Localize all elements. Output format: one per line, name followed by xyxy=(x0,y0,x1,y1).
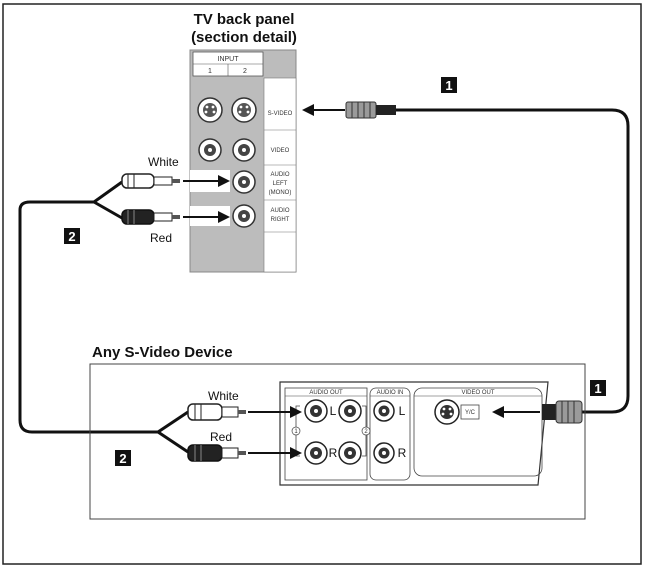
red-label-top: Red xyxy=(150,231,172,245)
marker-audio-top: 2 xyxy=(64,228,80,244)
video-out-label: VIDEO OUT xyxy=(461,390,494,396)
tv-svideo-jack-2 xyxy=(231,97,257,123)
audio-out-label: AUDIO OUT xyxy=(309,390,343,396)
audio-right-label-1: AUDIO xyxy=(270,208,289,214)
svideo-cable xyxy=(396,108,630,414)
audio-arrow-r-device xyxy=(248,447,302,459)
svg-text:1: 1 xyxy=(594,381,601,396)
svg-text:2: 2 xyxy=(68,229,75,244)
tv-video-jack-1 xyxy=(198,138,222,162)
device-audio-out-l2-jack xyxy=(338,399,362,423)
audio-out-l-label: L xyxy=(330,404,337,418)
audio-in-l-label: L xyxy=(399,404,406,418)
yc-label: Y/C xyxy=(465,410,476,416)
circle-2-label: 2 xyxy=(364,429,368,435)
audio-left-label-2: LEFT xyxy=(273,181,288,187)
audio-arrow-l-device xyxy=(248,406,302,418)
device-box xyxy=(89,363,586,520)
audio-cable-tv-side xyxy=(18,180,158,434)
audio-cable-device-side xyxy=(157,410,189,454)
red-plug-top xyxy=(121,209,180,225)
white-label-top: White xyxy=(148,155,179,169)
red-plug-bottom xyxy=(187,444,246,462)
tv-video-jack-2 xyxy=(232,138,256,162)
device-audio-out-l1-jack xyxy=(304,399,328,423)
device-title: Any S-Video Device xyxy=(92,344,233,361)
device-svideo-out-jack xyxy=(434,399,460,425)
svideo-arrow-tv xyxy=(302,104,345,116)
audio-arrow-right-tv xyxy=(183,211,230,223)
svideo-arrow-device xyxy=(492,406,540,418)
white-label-bottom: White xyxy=(208,389,239,403)
svg-text:2: 2 xyxy=(119,451,126,466)
video-out-section xyxy=(413,387,543,477)
audio-left-label-3: (MONO) xyxy=(269,190,292,196)
audio-in-label: AUDIO IN xyxy=(377,390,404,396)
input-header: INPUT xyxy=(218,56,240,63)
device-panel: AUDIO OUT AUDIO IN VIDEO OUT 1 2 xyxy=(279,381,549,486)
audio-out-r-label: R xyxy=(329,446,338,460)
audio-left-label-1: AUDIO xyxy=(270,172,289,178)
device-audio-in-l-jack xyxy=(373,400,395,422)
audio-right-label-2: RIGHT xyxy=(271,217,290,223)
svideo-plug-bottom xyxy=(542,400,583,424)
outer-frame xyxy=(2,3,642,565)
video-label: VIDEO xyxy=(271,148,290,154)
tv-audio-right-jack xyxy=(232,204,256,228)
white-plug-bottom xyxy=(187,403,246,421)
input-col-2: 2 xyxy=(243,68,247,75)
input-col-1: 1 xyxy=(208,68,212,75)
marker-audio-bottom: 2 xyxy=(115,450,131,466)
svideo-plug-top xyxy=(345,101,396,119)
circle-1-label: 1 xyxy=(294,429,298,435)
marker-svideo-bottom: 1 xyxy=(590,380,606,396)
audio-arrow-left-tv xyxy=(183,175,230,187)
white-plug-top xyxy=(121,173,180,189)
device-audio-in-r-jack xyxy=(373,442,395,464)
marker-svideo-top: 1 xyxy=(441,77,457,93)
device-audio-out-r2-jack xyxy=(338,441,362,465)
svg-text:1: 1 xyxy=(445,78,452,93)
tv-back-panel: INPUT 1 2 S-VIDEO VIDEO AUDIO LEFT (MONO… xyxy=(189,49,297,273)
tv-svideo-jack-1 xyxy=(197,97,223,123)
red-label-bottom: Red xyxy=(210,430,232,444)
tv-title-line1: TV back panel xyxy=(194,11,295,28)
tv-title-line2: (section detail) xyxy=(191,29,297,46)
device-audio-out-r1-jack xyxy=(304,441,328,465)
audio-in-r-label: R xyxy=(398,446,407,460)
audio-in-section xyxy=(369,387,411,481)
tv-label-strip xyxy=(263,77,297,273)
tv-audio-left-jack xyxy=(232,170,256,194)
svideo-label: S-VIDEO xyxy=(268,111,293,117)
